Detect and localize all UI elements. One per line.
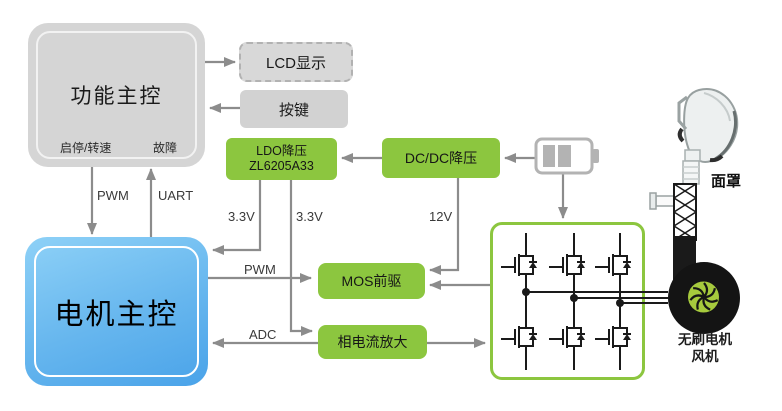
battery-icon (534, 137, 599, 175)
keypad-box: 按键 (240, 90, 348, 128)
ldo-label-line1: LDO降压 (256, 144, 307, 158)
dcdc-label: DC/DC降压 (404, 150, 478, 166)
mos-predriver-label: MOS前驱 (341, 273, 402, 289)
lcd-display-box: LCD显示 (239, 42, 353, 82)
mosfet-bridge-box (490, 222, 645, 380)
phase-current-amp-label: 相电流放大 (337, 334, 408, 350)
blower-volute (668, 262, 740, 334)
function-mcu-label: 功能主控 (70, 85, 163, 108)
side-port (655, 195, 675, 207)
fan-blades (689, 282, 719, 311)
hose-icon (649, 183, 697, 241)
blower-label: 无刷电机 风机 (662, 331, 748, 365)
arrow-12v-to-mosdriver (429, 178, 460, 275)
v33-left-label: 3.3V (228, 209, 255, 224)
function-mcu-box: 功能主控 启停/转速 故障 (28, 23, 205, 167)
v33-right-label: 3.3V (296, 209, 323, 224)
blower-label-line1: 无刷电机 (678, 332, 732, 347)
fan-hub (688, 281, 719, 313)
blower-label-line2: 风机 (691, 349, 719, 364)
blower-icon (668, 236, 740, 334)
mos-predriver-box: MOS前驱 (318, 263, 425, 299)
ldo-regulator-box: LDO降压 ZL6205A33 (226, 138, 337, 180)
v12-label: 12V (429, 209, 453, 224)
pwm-mid-label: PWM (244, 262, 276, 277)
motor-mcu-label: 电机主控 (54, 296, 179, 331)
fault-label: 故障 (152, 141, 177, 155)
motor-mcu-box: 电机主控 (25, 237, 208, 386)
start-stop-speed-label: 启停/转速 (60, 141, 112, 155)
keypad-label: 按键 (278, 101, 309, 119)
phase-current-amp-box: 相电流放大 (318, 325, 427, 359)
adc-label: ADC (249, 327, 277, 342)
arrow-33v-to-phaseamp (289, 180, 313, 336)
pwm-top-label: PWM (97, 188, 129, 203)
mask-label: 面罩 (711, 173, 742, 190)
uart-label: UART (158, 188, 194, 203)
lcd-display-label: LCD显示 (265, 54, 326, 72)
dcdc-converter-box: DC/DC降压 (382, 138, 500, 178)
ldo-label-line2: ZL6205A33 (249, 159, 314, 173)
